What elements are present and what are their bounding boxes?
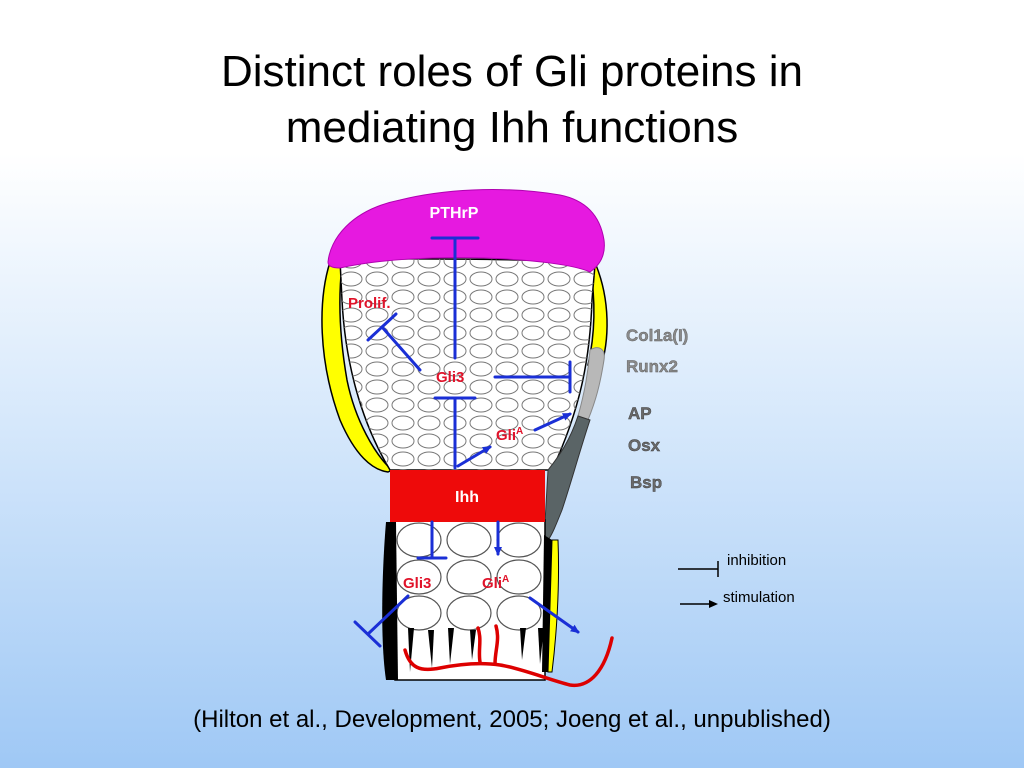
chondrocyte-cells [340, 258, 595, 470]
glia-upper-base: Gli [496, 427, 516, 444]
col1-label: Col1a(I) [626, 326, 688, 345]
runx2-label: Runx2 [626, 357, 678, 376]
legend-inhibition-label: inhibition [727, 552, 786, 569]
cortical-bone-left [382, 522, 398, 680]
title-line-2: mediating Ihh functions [285, 103, 739, 152]
prolif-label: Prolif. [348, 295, 391, 312]
bsp-label: Bsp [630, 473, 662, 492]
pthrp-label: PTHrP [430, 205, 479, 222]
glia-lower-label: GliA [482, 574, 509, 592]
glia-lower-sup: A [502, 574, 509, 585]
ihh-region [390, 470, 545, 522]
gli3-upper-label: Gli3 [436, 369, 464, 386]
title-line-1: Distinct roles of Gli proteins in [221, 47, 803, 96]
regulatory-arrows [353, 236, 580, 648]
pthrp-region [327, 189, 605, 273]
citation: (Hilton et al., Development, 2005; Joeng… [193, 706, 831, 733]
hypertrophic-cells [396, 522, 542, 631]
glia-upper-sup: A [516, 426, 523, 437]
legend: inhibition stimulation [678, 552, 795, 608]
glia-upper-label: GliA [496, 426, 523, 444]
legend-inhibition: inhibition [678, 552, 786, 577]
ihh-label: Ihh [455, 489, 479, 506]
legend-stimulation-label: stimulation [723, 589, 795, 606]
blood-vessels [403, 624, 614, 687]
glia-lower-base: Gli [482, 575, 502, 592]
osx-label: Osx [628, 436, 661, 455]
ap-label: AP [628, 404, 652, 423]
slide-title: Distinct roles of Gli proteins in mediat… [0, 44, 1024, 156]
bone-collar-dark [543, 415, 591, 541]
bone-collar-light [577, 347, 605, 421]
gli3-lower-label: Gli3 [403, 575, 431, 592]
legend-stimulation: stimulation [680, 589, 795, 608]
